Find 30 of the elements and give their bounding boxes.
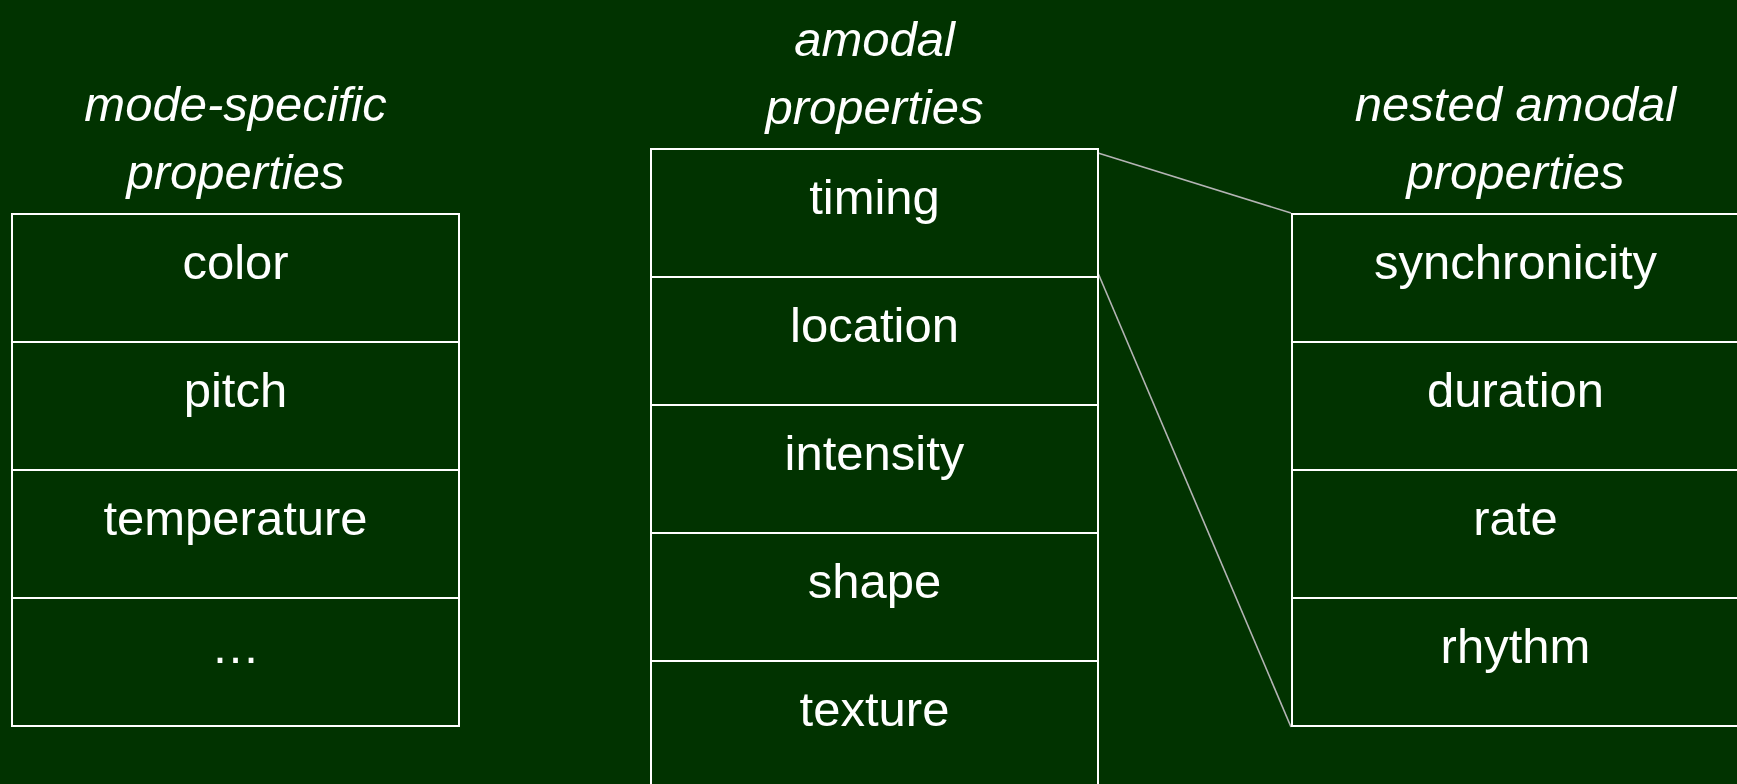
property-cell bbox=[11, 215, 460, 341]
property-label: shape bbox=[807, 553, 942, 609]
column-heading: nested amodal properties bbox=[1353, 76, 1679, 201]
property-cell bbox=[11, 341, 460, 469]
property-label: texture bbox=[799, 681, 950, 737]
property-cell bbox=[650, 276, 1099, 404]
property-label: rate bbox=[1473, 490, 1558, 546]
property-label: rhythm bbox=[1440, 618, 1591, 674]
property-label: location bbox=[790, 297, 959, 353]
property-cell bbox=[650, 404, 1099, 532]
column-heading: amodal properties bbox=[763, 11, 985, 136]
property-cell bbox=[11, 469, 460, 597]
property-label: color bbox=[182, 234, 289, 290]
zoom-line bbox=[1097, 152, 1292, 214]
property-label: timing bbox=[809, 169, 940, 225]
property-cell bbox=[650, 532, 1099, 660]
property-label: temperature bbox=[103, 490, 368, 546]
zoom-line bbox=[1097, 272, 1292, 728]
property-label: pitch bbox=[183, 362, 288, 418]
property-label: synchronicity bbox=[1373, 234, 1658, 290]
column-heading: mode-specific properties bbox=[83, 76, 388, 201]
property-cell bbox=[650, 660, 1099, 784]
property-label: … bbox=[211, 618, 260, 674]
property-cell bbox=[650, 150, 1099, 276]
property-cell bbox=[1291, 469, 1737, 597]
property-label: intensity bbox=[784, 425, 965, 481]
property-label: duration bbox=[1426, 362, 1605, 418]
property-cell bbox=[11, 597, 460, 725]
property-cell bbox=[1291, 597, 1737, 725]
property-cell bbox=[1291, 341, 1737, 469]
